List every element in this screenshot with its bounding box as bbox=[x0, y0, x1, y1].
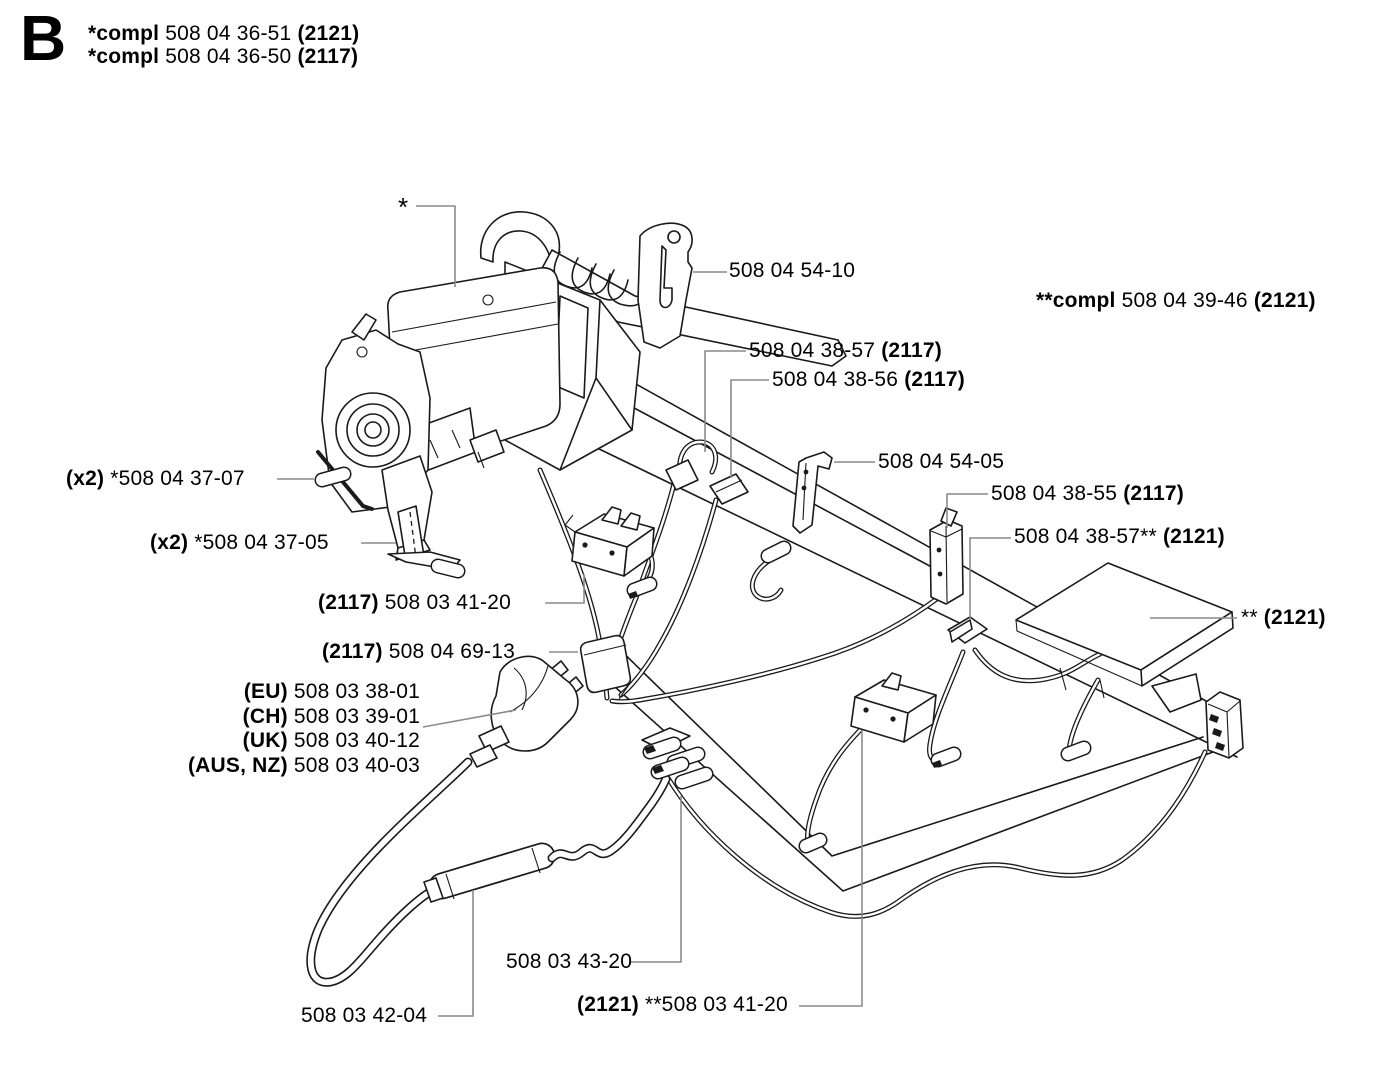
label-segment: *compl bbox=[88, 45, 160, 68]
label-segment: (2121) bbox=[1253, 289, 1316, 312]
part-label-p508045405: 508 04 54-05 bbox=[878, 450, 1004, 473]
eu-plug-drawing bbox=[469, 655, 584, 768]
label-segment: 508 03 38-01 bbox=[287, 680, 420, 703]
label-segment: (2121) bbox=[577, 993, 639, 1016]
label-segment: 508 04 39-46 bbox=[1115, 289, 1254, 312]
label-segment: ** bbox=[1241, 606, 1264, 629]
label-segment: 508 03 43-20 bbox=[506, 950, 633, 973]
label-segment: 508 03 40-03 bbox=[287, 754, 420, 777]
part-label-p5080341-20-2117: (2117) 508 03 41-20 bbox=[318, 591, 511, 614]
label-segment: (2121) bbox=[297, 22, 360, 45]
label-segment: **compl bbox=[1036, 289, 1116, 312]
leader-lines bbox=[277, 205, 1237, 1017]
connector-43-20-drawing bbox=[641, 727, 714, 790]
part-label-plug-uk: (UK) 508 03 40-12 bbox=[243, 729, 420, 752]
label-segment: 508 04 38-56 bbox=[772, 368, 905, 391]
brush-parts-drawing bbox=[314, 450, 466, 579]
label-segment: (x2) bbox=[150, 531, 189, 554]
label-segment: (EU) bbox=[243, 680, 288, 703]
wire-harness-drawing bbox=[537, 439, 1208, 919]
microswitch-2-drawing bbox=[850, 672, 937, 743]
label-segment: *508 04 37-05 bbox=[188, 531, 329, 554]
part-label-p5080341-20-2121: (2121) **508 03 41-20 bbox=[577, 993, 788, 1016]
part-label-p5080469-13-2117: (2117) 508 04 69-13 bbox=[322, 640, 515, 663]
label-segment: (AUS, NZ) bbox=[187, 754, 288, 777]
part-label-p5080342-04: 508 03 42-04 bbox=[301, 1004, 427, 1027]
label-segment: 508 03 42-04 bbox=[301, 1004, 428, 1027]
part-label-compl-2121: *compl 508 04 36-51 (2121) bbox=[88, 22, 359, 45]
part-label-p50804385-56-2117: 508 04 38-56 (2117) bbox=[772, 368, 965, 391]
label-segment: (UK) bbox=[242, 729, 288, 752]
label-segment: 508 04 36-50 bbox=[159, 45, 298, 68]
bracket-54-05-drawing bbox=[792, 451, 833, 534]
wire-terminals-drawing bbox=[626, 540, 1092, 854]
module-box-drawing bbox=[1015, 562, 1234, 713]
part-label-plug-aus-nz: (AUS, NZ) 508 03 40-03 bbox=[188, 754, 420, 777]
label-segment: 508 04 38-55 bbox=[991, 482, 1124, 505]
label-segment: 508 04 38-57** bbox=[1014, 525, 1163, 548]
part-label-p5080437-05: (x2) *508 04 37-05 bbox=[150, 531, 329, 554]
part-label-p5080438-55-2117: 508 04 38-55 (2117) bbox=[991, 482, 1184, 505]
part-label-plug-ch: (CH) 508 03 39-01 bbox=[243, 705, 420, 728]
label-segment: (2117) bbox=[881, 339, 942, 362]
harness-connectors-drawing bbox=[665, 459, 988, 644]
label-segment: *508 04 37-07 bbox=[104, 467, 245, 490]
label-segment: *compl bbox=[88, 22, 160, 45]
power-cord-drawing bbox=[306, 655, 714, 987]
label-segment: **508 03 41-20 bbox=[638, 993, 788, 1016]
part-label-p5080437-07: (x2) *508 04 37-07 bbox=[66, 467, 245, 490]
label-segment: (2117) bbox=[318, 591, 379, 614]
part-label-p5080343-20: 508 03 43-20 bbox=[506, 950, 632, 973]
label-segment: * bbox=[398, 192, 409, 222]
label-segment: (2121) bbox=[1263, 606, 1326, 629]
part-label-plug-eu: (EU) 508 03 38-01 bbox=[244, 680, 420, 703]
part-label-motor-ref-star: * bbox=[398, 193, 408, 222]
switch-38-55-drawing bbox=[929, 507, 964, 605]
label-segment: (CH) bbox=[242, 705, 288, 728]
label-segment: (2117) bbox=[322, 640, 383, 663]
bracket-54-10-drawing bbox=[637, 222, 693, 349]
section-letter: B bbox=[20, 2, 67, 74]
label-segment: 508 04 38-57 bbox=[749, 339, 882, 362]
label-segment: 508 03 41-20 bbox=[378, 591, 511, 614]
connector-69-13-drawing bbox=[579, 634, 632, 694]
label-segment: 508 03 40-12 bbox=[287, 729, 420, 752]
label-segment: (2117) bbox=[297, 45, 359, 68]
label-segment: (2121) bbox=[1162, 525, 1225, 548]
label-segment: 508 03 39-01 bbox=[287, 705, 420, 728]
label-segment: 508 04 69-13 bbox=[382, 640, 515, 663]
label-segment: (x2) bbox=[66, 467, 105, 490]
label-segment: (2117) bbox=[1123, 482, 1184, 505]
part-label-p5080438-57-2121: 508 04 38-57** (2121) bbox=[1014, 525, 1225, 548]
part-label-compl-2117: *compl 508 04 36-50 (2117) bbox=[88, 45, 358, 68]
microswitch-1-drawing bbox=[564, 506, 655, 577]
label-segment: 508 04 54-10 bbox=[729, 259, 856, 282]
end-connector-box-drawing bbox=[1205, 691, 1244, 759]
label-segment: (2117) bbox=[904, 368, 965, 391]
part-label-module-ref-2121: ** (2121) bbox=[1241, 606, 1326, 629]
part-label-compl-3946-2121: **compl 508 04 39-46 (2121) bbox=[1036, 289, 1316, 312]
part-label-p50804385-57-2117: 508 04 38-57 (2117) bbox=[749, 339, 942, 362]
label-segment: 508 04 54-05 bbox=[878, 450, 1005, 473]
motor-assembly-drawing bbox=[321, 211, 847, 561]
part-label-p508045410: 508 04 54-10 bbox=[729, 259, 855, 282]
label-segment: 508 04 36-51 bbox=[159, 22, 298, 45]
